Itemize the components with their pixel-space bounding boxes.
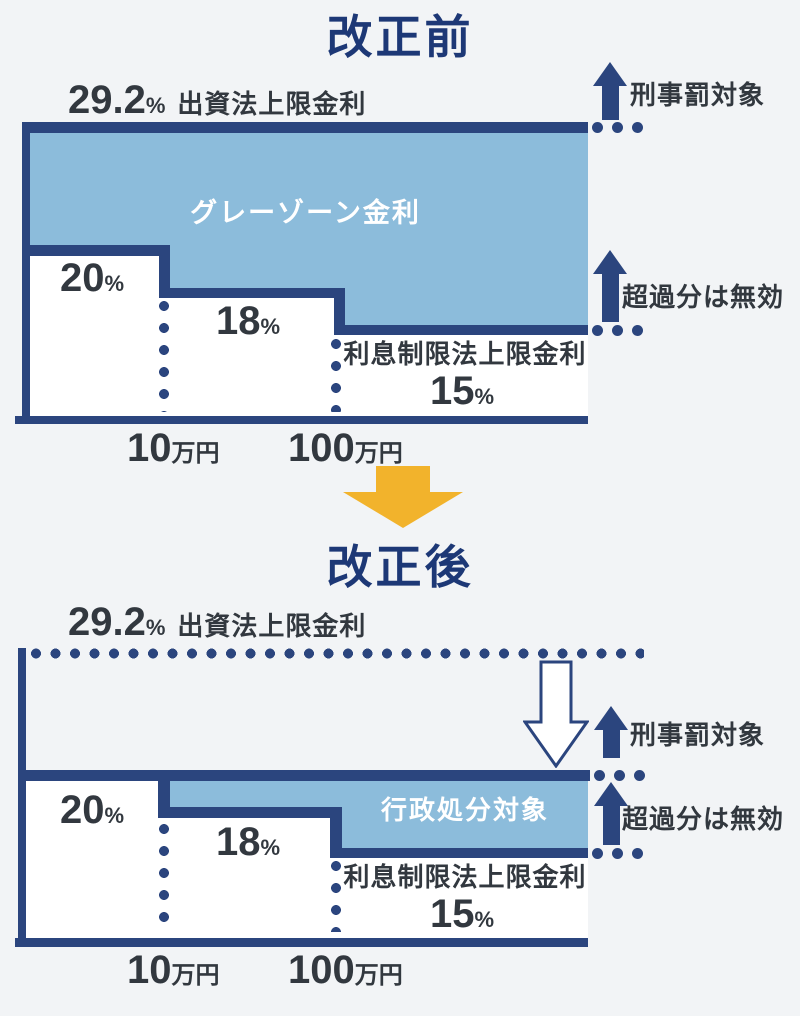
before-cap-label-row: 29.2% 出資法上限金利	[68, 80, 366, 120]
before-tick-10-value: 10	[127, 426, 172, 470]
before-title: 改正前	[326, 11, 474, 63]
before-step-15-unit: %	[474, 384, 495, 409]
after-cap-label-row: 29.2% 出資法上限金利	[68, 602, 366, 642]
before-step-label-18: 18%	[216, 301, 280, 341]
after-dots-cap-level	[594, 770, 645, 781]
before-tick-10-unit: 万円	[171, 440, 220, 467]
after-step-18-unit: %	[260, 835, 281, 860]
before-excess-label: 超過分は無効	[622, 282, 785, 312]
after-x-axis	[15, 938, 588, 947]
after-excess-label: 超過分は無効	[622, 804, 785, 834]
before-dots-15-level	[592, 325, 643, 336]
after-tick-100-value: 100	[288, 948, 355, 992]
after-tick-10-value: 10	[127, 948, 172, 992]
before-step-riser-2	[334, 288, 345, 335]
before-step-18-value: 18	[216, 299, 261, 343]
after-step-label-15: 15%	[430, 894, 494, 934]
before-criminal-label: 刑事罰対象	[630, 80, 766, 110]
after-step-line-15	[330, 848, 588, 858]
after-y-axis	[18, 648, 26, 947]
after-zone-area-low	[342, 781, 588, 848]
before-dots-cap-level	[592, 122, 643, 133]
before-excess-up-arrow-icon	[593, 250, 627, 322]
before-y-axis	[22, 122, 30, 424]
before-dotted-boundary-10man	[158, 300, 170, 412]
before-step-line-20	[23, 245, 170, 256]
after-new-cap-line	[23, 770, 590, 781]
before-step-15-value: 15	[430, 369, 475, 413]
before-tick-100-unit: 万円	[354, 440, 403, 467]
before-grayzone-area-top	[30, 133, 588, 245]
after-tick-10-unit: 万円	[171, 962, 220, 989]
after-tick-100-unit: 万円	[354, 962, 403, 989]
after-step-line-18	[158, 807, 342, 818]
before-step-riser-1	[159, 245, 170, 298]
after-step-15-value: 15	[430, 892, 475, 936]
before-tick-100-value: 100	[288, 426, 355, 470]
after-excess-up-arrow-icon	[594, 782, 628, 845]
before-cap-line	[23, 122, 588, 133]
after-criminal-up-arrow-icon	[594, 706, 628, 758]
before-step-20-unit: %	[104, 271, 125, 296]
before-grayzone-area-mid	[170, 245, 588, 288]
after-step-20-value: 20	[60, 788, 105, 832]
after-dotted-boundary-100man	[330, 860, 342, 932]
before-x-axis	[15, 416, 588, 424]
after-old-cap-dotted-line	[26, 648, 644, 659]
before-dotted-boundary-100man	[330, 338, 342, 412]
before-criminal-up-arrow-icon	[593, 62, 627, 120]
after-dotted-boundary-10man	[158, 823, 170, 931]
after-cap-value: 29.2	[68, 600, 146, 644]
after-cap-unit: %	[145, 615, 166, 640]
after-criminal-label: 刑事罰対象	[630, 720, 766, 750]
before-cap-value: 29.2	[68, 78, 146, 122]
after-cap-law-label: 出資法上限金利	[177, 611, 367, 641]
before-step-label-15: 15%	[430, 371, 494, 411]
after-dots-15-level	[592, 848, 643, 859]
after-cap-drop-arrow-icon	[523, 660, 589, 768]
before-step-line-18	[159, 288, 345, 298]
before-step-18-unit: %	[260, 314, 281, 339]
after-limit-law-label: 利息制限法上限金利	[343, 862, 587, 892]
before-step-line-15	[334, 325, 588, 335]
before-cap-law-label: 出資法上限金利	[177, 89, 367, 119]
after-step-18-value: 18	[216, 820, 261, 864]
before-zone-label: グレーゾーン金利	[190, 198, 421, 228]
before-step-20-value: 20	[60, 256, 105, 300]
after-step-20-unit: %	[104, 803, 125, 828]
after-step-riser-2	[330, 807, 342, 858]
before-grayzone-area-low	[345, 288, 588, 325]
before-limit-law-label: 利息制限法上限金利	[343, 339, 587, 369]
after-title: 改正後	[326, 541, 474, 593]
after-step-label-20: 20%	[60, 790, 124, 830]
before-step-label-20: 20%	[60, 258, 124, 298]
after-zone-label: 行政処分対象	[380, 795, 549, 825]
transition-down-arrow-icon	[343, 466, 463, 528]
after-step-label-18: 18%	[216, 822, 280, 862]
after-step-15-unit: %	[474, 907, 495, 932]
before-cap-unit: %	[145, 93, 166, 118]
